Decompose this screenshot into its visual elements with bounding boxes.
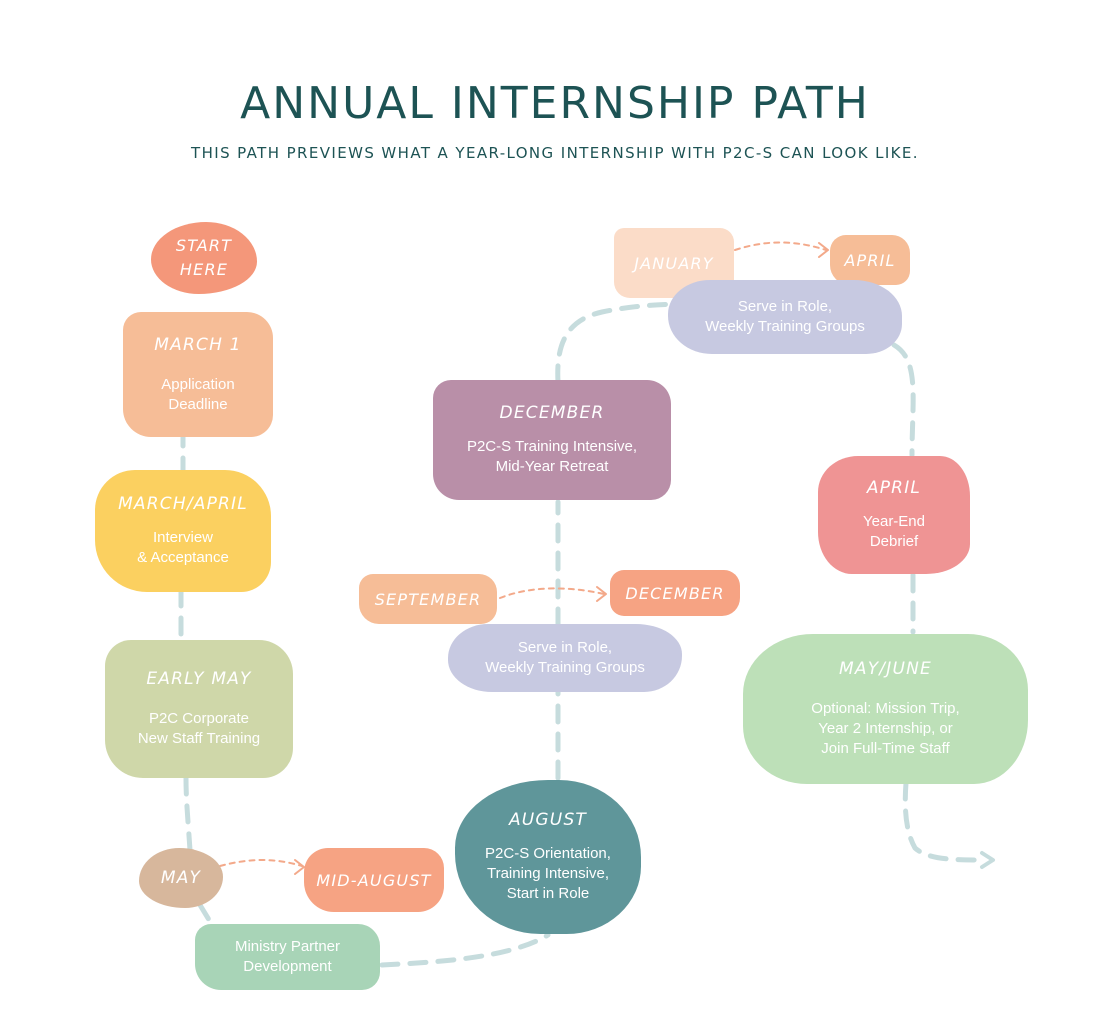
tag-mid-august: MID-AUGUST <box>304 848 444 912</box>
step-month: APRIL <box>866 478 922 498</box>
step-description: Serve in Role, Weekly Training Groups <box>705 298 865 335</box>
arrowhead <box>596 586 607 602</box>
arrow-january-to-april <box>734 241 827 251</box>
end-arrowhead <box>980 851 995 869</box>
path-segment <box>555 301 693 385</box>
tag-may: MAY <box>139 848 223 908</box>
step-description: P2C-S Orientation, Training Intensive, S… <box>485 845 611 902</box>
tag-label: APRIL <box>844 250 896 270</box>
step-description: Optional: Mission Trip, Year 2 Internshi… <box>811 700 960 757</box>
step-description: Year-End Debrief <box>863 513 925 550</box>
step-month: DECEMBER <box>499 403 605 423</box>
path-segment <box>197 902 217 931</box>
step-description: P2C-S Training Intensive, Mid-Year Retre… <box>466 438 638 475</box>
step-description: Application Deadline <box>161 375 235 413</box>
arrowhead <box>818 242 829 258</box>
step-early-may: EARLY MAY P2C Corporate New Staff Traini… <box>105 640 293 778</box>
tag-april: APRIL <box>830 235 910 285</box>
path-segment <box>379 932 551 968</box>
arrowhead <box>294 859 305 875</box>
step-month: AUGUST <box>508 810 588 830</box>
step-serve-in-role-spring: Serve in Role, Weekly Training Groups <box>668 280 902 354</box>
step-month: MARCH 1 <box>154 334 242 355</box>
start-here-badge: START HERE <box>151 222 257 294</box>
tag-label: SEPTEMBER <box>374 589 482 609</box>
step-december: DECEMBER P2C-S Training Intensive, Mid-Y… <box>433 380 671 500</box>
step-august: AUGUST P2C-S Orientation, Training Inten… <box>455 780 641 934</box>
page-subtitle: THIS PATH PREVIEWS WHAT A YEAR-LONG INTE… <box>191 144 919 162</box>
step-may-june: MAY/JUNE Optional: Mission Trip, Year 2 … <box>743 634 1028 784</box>
step-description: P2C Corporate New Staff Training <box>137 710 261 747</box>
path-segment <box>891 342 916 458</box>
tag-december: DECEMBER <box>610 570 740 616</box>
step-ministry-partner-development: Ministry Partner Development <box>195 924 380 990</box>
start-here-label: START HERE <box>175 236 233 279</box>
tag-label: MAY <box>160 868 202 888</box>
step-month: EARLY MAY <box>146 669 252 689</box>
step-month: MARCH/APRIL <box>118 494 248 514</box>
step-march-april: MARCH/APRIL Interview & Acceptance <box>95 470 271 592</box>
arrow-september-to-december <box>499 587 605 599</box>
tag-label: DECEMBER <box>625 583 725 603</box>
tag-label: MID-AUGUST <box>316 870 432 890</box>
step-month: MAY/JUNE <box>839 659 932 679</box>
step-description: Ministry Partner Development <box>234 938 341 975</box>
tag-september: SEPTEMBER <box>359 574 497 624</box>
step-april: APRIL Year-End Debrief <box>818 456 970 574</box>
step-serve-in-role-fall: Serve in Role, Weekly Training Groups <box>448 624 682 692</box>
step-march-1: MARCH 1 Application Deadline <box>123 312 273 437</box>
arrow-may-to-mid-august <box>219 859 303 867</box>
tag-label: JANUARY <box>634 253 714 273</box>
path-segment <box>902 780 988 863</box>
step-description: Interview & Acceptance <box>137 529 229 566</box>
path-segment <box>183 775 193 853</box>
step-description: Serve in Role, Weekly Training Groups <box>485 639 645 676</box>
page-title: ANNUAL INTERNSHIP PATH <box>240 78 870 129</box>
